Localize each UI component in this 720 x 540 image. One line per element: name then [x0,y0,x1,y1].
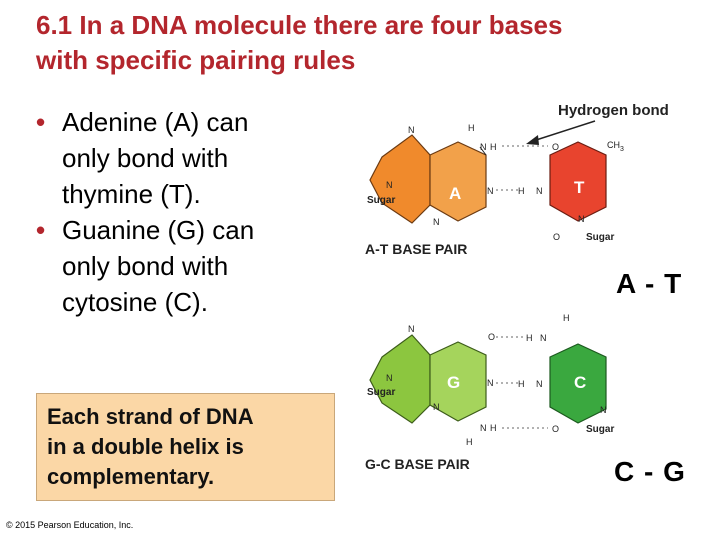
atom-h: H [518,379,525,389]
atom-n: N [536,186,543,196]
bullet-guanine: • Guanine (G) can only bond with cytosin… [36,212,336,320]
atom-n: N [386,373,393,383]
title-line-2: with specific pairing rules [36,45,356,75]
atom-n: N [433,402,440,412]
atom-h: H [468,123,475,133]
bullet-line: cytosine (C). [62,287,208,317]
atom-n: N [408,125,415,135]
at-pair-caption: A-T BASE PAIR [365,241,467,257]
title-line-1: 6.1 In a DNA molecule there are four bas… [36,10,563,40]
sugar-label: Sugar [367,387,395,398]
arrow-head-icon [526,135,539,145]
atom-o: O [552,142,559,152]
complementary-callout: Each strand of DNA in a double helix is … [36,393,335,501]
callout-line: in a double helix is [47,434,244,459]
atom-h: H [466,437,473,447]
atom-n: N [578,214,585,224]
hydrogen-bond-label: Hydrogen bond [558,102,669,119]
adenine-base: A [369,134,487,224]
atom-o: O [488,332,495,342]
atom-n: N [487,186,494,196]
slide-title: 6.1 In a DNA molecule there are four bas… [36,8,706,78]
gc-pair-caption: G-C BASE PAIR [365,456,470,472]
bullet-line: Adenine (A) can [62,107,249,137]
bullet-list: • Adenine (A) can only bond with thymine… [36,104,336,320]
atom-h: H [490,142,497,152]
base-letter-t: T [574,178,585,197]
bullet-line: only bond with [62,251,229,281]
base-letter-c: C [574,373,586,392]
base-pair-diagram: Hydrogen bond A N N Sugar N N H N H T O … [365,102,669,472]
base-letter-a: A [449,184,461,203]
bullet-dot-icon: • [36,215,46,245]
sugar-label: Sugar [367,195,395,206]
bullet-line: Guanine (G) can [62,215,255,245]
atom-n: N [487,378,494,388]
pair-label-at: A - T [616,268,683,299]
bullet-adenine: • Adenine (A) can only bond with thymine… [36,104,336,212]
pair-label-cg: C - G [614,456,686,487]
atom-o: O [552,424,559,434]
bullet-line: only bond with [62,143,229,173]
atom-o: O [553,232,560,242]
bullet-line: thymine (T). [62,179,201,209]
sugar-label: Sugar [586,424,614,435]
atom-h: H [490,423,497,433]
atom-h: H [526,333,533,343]
thymine-base: T [549,141,607,222]
atom-n: N [480,423,487,433]
base-letter-g: G [447,373,460,392]
hydrogen-bond-pointer [532,120,596,142]
bullet-dot-icon: • [36,107,46,137]
atom-n: N [540,333,547,343]
atom-h: H [563,313,570,323]
methyl-label: CH3 [607,140,624,153]
callout-line: complementary. [47,464,215,489]
atom-h: H [518,186,525,196]
copyright-notice: © 2015 Pearson Education, Inc. [6,520,134,530]
atom-n: N [536,379,543,389]
guanine-base: G [369,334,487,424]
atom-n: N [386,180,393,190]
cytosine-base: C [549,343,607,424]
atom-n: N [600,405,607,415]
atom-n: N [480,142,487,152]
atom-n: N [433,217,440,227]
callout-line: Each strand of DNA [47,404,254,429]
sugar-label: Sugar [586,232,614,243]
atom-n: N [408,324,415,334]
